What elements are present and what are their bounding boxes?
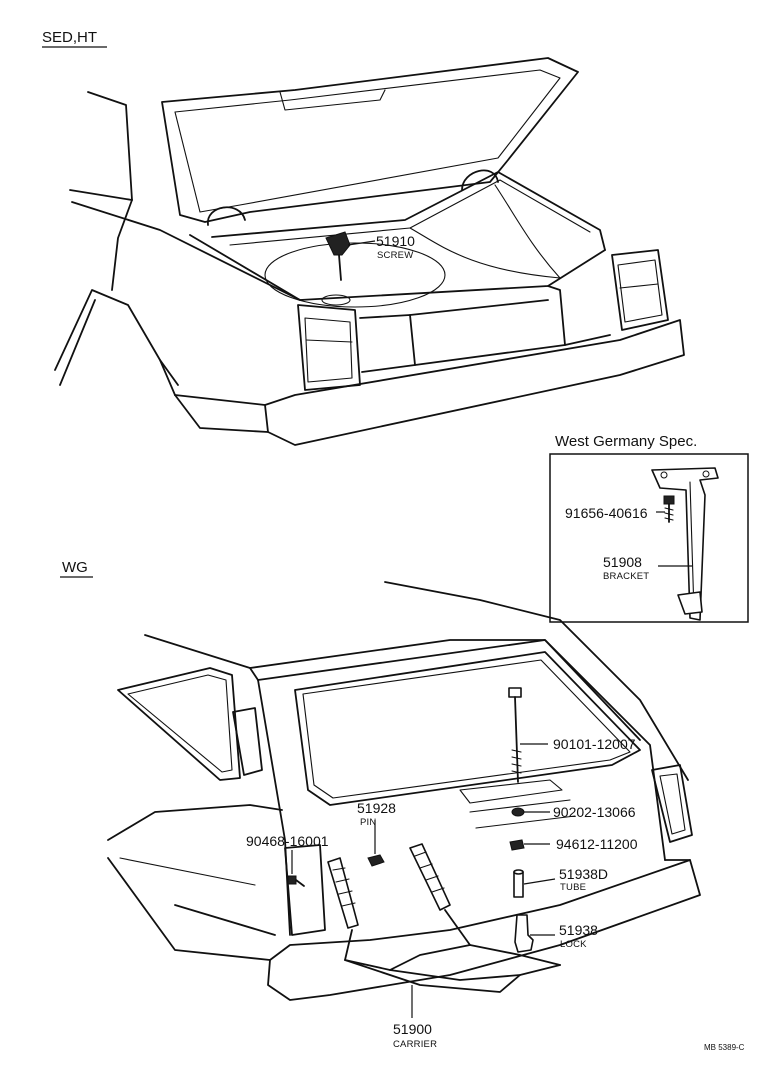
sedan-rear-illustration bbox=[54, 57, 685, 446]
part-name-screw: SCREW bbox=[377, 250, 413, 261]
inset-title: West Germany Spec. bbox=[555, 433, 697, 450]
part-number-90202-13066: 90202-13066 bbox=[553, 804, 636, 820]
washer-part-90202-13066 bbox=[511, 807, 525, 817]
bolt-part-91656-40616 bbox=[663, 495, 675, 523]
bracket-part-51908 bbox=[651, 467, 719, 621]
tube-part-51938D bbox=[513, 869, 524, 898]
nut-part-94612-11200 bbox=[509, 839, 525, 851]
section-label-sedan: SED,HT bbox=[42, 29, 97, 46]
part-name-lock: LOCK bbox=[560, 939, 587, 950]
part-name-tube: TUBE bbox=[560, 882, 586, 893]
screw-part-51910 bbox=[325, 231, 351, 281]
part-number-51910: 51910 bbox=[376, 233, 415, 249]
part-number-90468-16001: 90468-16001 bbox=[246, 833, 329, 849]
left-taillight bbox=[297, 304, 361, 391]
part-number-94612-11200: 94612-11200 bbox=[556, 836, 638, 852]
lock-part-51938 bbox=[514, 914, 534, 953]
part-number-51928: 51928 bbox=[357, 800, 396, 816]
part-number-51938D: 51938D bbox=[559, 866, 608, 882]
bolt-part-90101-12007 bbox=[508, 687, 522, 783]
inset-box bbox=[549, 453, 749, 623]
wagon-rear-window bbox=[294, 651, 641, 806]
sedan-rear-bumper bbox=[264, 319, 685, 446]
part-number-90101-12007: 90101-12007 bbox=[553, 736, 636, 752]
section-label-wagon: WG bbox=[62, 559, 88, 576]
carrier-part-51900 bbox=[327, 843, 561, 993]
right-taillight bbox=[611, 249, 669, 331]
wagon-rear-bumper bbox=[267, 859, 701, 1001]
part-number-51908: 51908 bbox=[603, 554, 642, 570]
leader-51910 bbox=[347, 240, 376, 246]
part-name-carrier: CARRIER bbox=[393, 1039, 437, 1050]
figure-code: MB 5389-C bbox=[704, 1043, 745, 1052]
wagon-left-taillight bbox=[284, 844, 326, 936]
part-number-51900: 51900 bbox=[393, 1021, 432, 1037]
part-number-51938: 51938 bbox=[559, 922, 598, 938]
part-number-91656-40616: 91656-40616 bbox=[565, 505, 648, 521]
wagon-rear-illustration bbox=[107, 581, 701, 1001]
part-name-pin: PIN bbox=[360, 817, 376, 828]
part-name-bracket: BRACKET bbox=[603, 571, 649, 582]
bolt-part-90468-16001 bbox=[287, 875, 305, 887]
wagon-right-taillight bbox=[651, 764, 693, 843]
leader-51938D bbox=[523, 878, 556, 885]
pin-part-51928 bbox=[367, 854, 385, 867]
